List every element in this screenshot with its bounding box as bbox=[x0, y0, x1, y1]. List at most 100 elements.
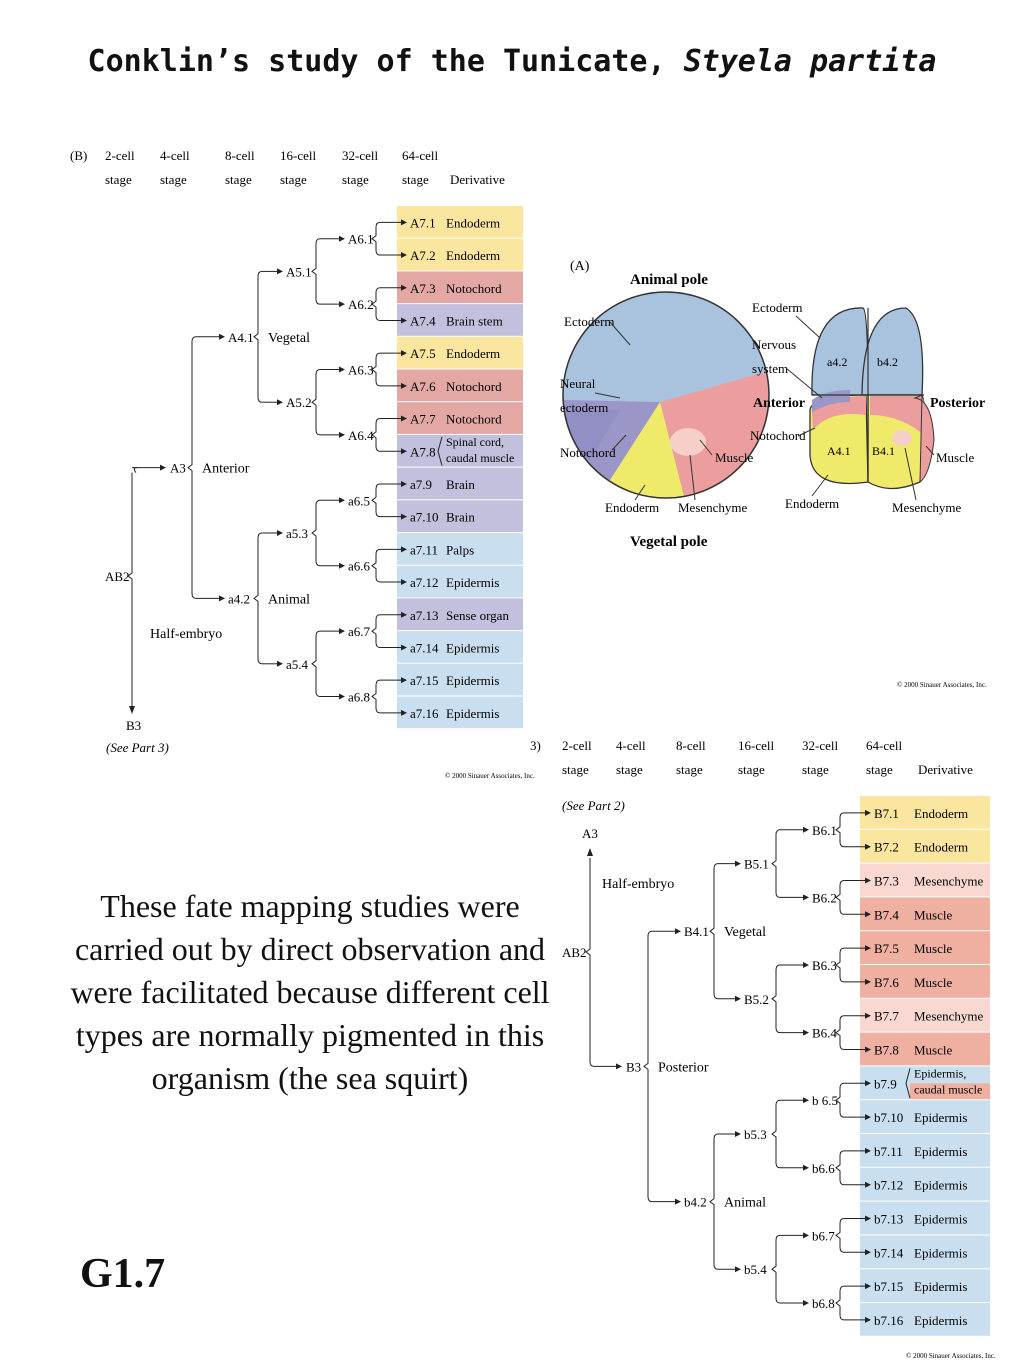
fork-16-top-arrow-head bbox=[339, 235, 345, 242]
fate-label-A7.6: Notochord bbox=[446, 379, 502, 394]
fate-label-B7.5: Muscle bbox=[914, 941, 953, 956]
fork-32-top-arrow-head bbox=[401, 415, 407, 422]
cell-label-B7.2: B7.2 bbox=[874, 840, 899, 855]
a3-label: A3 bbox=[582, 826, 598, 841]
notochord-label-left: Notochord bbox=[560, 445, 616, 460]
cell-32-B6.1: B6.1 bbox=[812, 823, 837, 838]
fate-label-A7.8: Spinal cord,caudal muscle bbox=[446, 435, 514, 465]
fork-32-top-arrow-head bbox=[401, 546, 407, 553]
fork-16-top-arrow-head bbox=[339, 366, 345, 373]
fork-8 bbox=[709, 863, 719, 1000]
fork-16-top-arrow-head bbox=[339, 497, 345, 504]
fate-label-a7.9: Brain bbox=[446, 477, 475, 492]
cell-32-a6.6: a6.6 bbox=[348, 559, 371, 574]
root-to-a3-arrow-head bbox=[160, 464, 166, 471]
fate-row-b7.12 bbox=[860, 1167, 990, 1201]
fork-32 bbox=[835, 1082, 845, 1118]
fork-8 bbox=[253, 532, 263, 665]
muscle-label-right: Muscle bbox=[936, 450, 975, 465]
fork-32 bbox=[371, 483, 381, 518]
notochord-label-right: Notochord bbox=[750, 428, 806, 443]
fork-32-bot-arrow-head bbox=[401, 709, 407, 716]
fork-32-top-arrow-head bbox=[865, 1283, 871, 1290]
part-label: 3) bbox=[530, 738, 541, 753]
fate-row-A7.3 bbox=[397, 271, 523, 304]
fate-label-B7.1: Endoderm bbox=[914, 806, 968, 821]
fate-row-b7.14 bbox=[860, 1235, 990, 1269]
fork-32-top-arrow-head bbox=[865, 877, 871, 884]
fork-8-bot-arrow-head bbox=[735, 995, 741, 1002]
fate-label-b7.10: Epidermis bbox=[914, 1110, 967, 1125]
fork-16 bbox=[311, 238, 321, 305]
fork-32-bot-arrow-head bbox=[401, 644, 407, 651]
fork-32 bbox=[371, 614, 381, 648]
cell-label-B7.3: B7.3 bbox=[874, 874, 899, 889]
copyright-a: © 2000 Sinauer Associates, Inc. bbox=[897, 681, 987, 689]
copyright-b: © 2000 Sinauer Associates, Inc. bbox=[445, 772, 535, 780]
cell-32-b6.6: b6.6 bbox=[812, 1161, 835, 1176]
fork-8 bbox=[709, 1133, 719, 1270]
page-title: Conklin’s study of the Tunicate, Styela … bbox=[0, 44, 1024, 79]
fork-32-bot-arrow-head bbox=[865, 1249, 871, 1256]
fate-row-A7.6 bbox=[397, 369, 523, 402]
cell-label-B7.7: B7.7 bbox=[874, 1009, 899, 1024]
fork-32 bbox=[371, 352, 381, 387]
fate-row-a7.16 bbox=[397, 696, 523, 729]
fate-label-b7.14: Epidermis bbox=[914, 1245, 967, 1260]
fork-4-top-arrow-head bbox=[219, 333, 225, 340]
fork-32-top-arrow-head bbox=[401, 350, 407, 357]
root-cell-label: AB2 bbox=[562, 945, 587, 960]
fate-label-a7.10: Brain bbox=[446, 510, 475, 525]
fate-label-B7.6: Muscle bbox=[914, 975, 953, 990]
fate-row-a7.14 bbox=[397, 631, 523, 663]
cell-16-a5.4: a5.4 bbox=[286, 657, 309, 672]
cell-label-A7.6: A7.6 bbox=[410, 379, 436, 394]
muscle-label-left: Muscle bbox=[715, 450, 754, 465]
fate-label-B7.3: Mesenchyme bbox=[914, 874, 984, 889]
cell-4-label: B3 bbox=[626, 1059, 641, 1074]
fork-16 bbox=[311, 369, 321, 436]
fate-label-b7.9: Epidermis,caudal muscle bbox=[914, 1066, 982, 1096]
derivative-header: Derivative bbox=[918, 762, 973, 777]
fork-32-bot-arrow-head bbox=[401, 317, 407, 324]
fate-label-B7.8: Muscle bbox=[914, 1043, 953, 1058]
fate-row-a7.9 bbox=[397, 467, 523, 500]
fork-16-bot-arrow-head bbox=[803, 1300, 809, 1306]
cell-label-a7.16: a7.16 bbox=[410, 706, 439, 721]
cell-label-b7.9: b7.9 bbox=[874, 1076, 897, 1091]
fork-32 bbox=[371, 287, 381, 321]
fate-label-B7.4: Muscle bbox=[914, 907, 953, 922]
fate-row-b7.16 bbox=[860, 1303, 990, 1336]
cell-8-A4.1: A4.1 bbox=[228, 330, 254, 345]
fork-32 bbox=[371, 418, 381, 452]
fork-16-bot-arrow-head bbox=[803, 894, 809, 901]
fork-16-bot-arrow-head bbox=[339, 562, 345, 569]
eight-cell-embryo bbox=[809, 307, 935, 490]
fate-bracket bbox=[437, 436, 443, 466]
endoderm-label-right: Endoderm bbox=[785, 496, 839, 511]
part-a-label: (A) bbox=[570, 259, 590, 274]
fate-label-A7.3: Notochord bbox=[446, 281, 502, 296]
cell-a42: a4.2 bbox=[827, 355, 847, 369]
title-main: Conklin’s study of the Tunicate, bbox=[87, 44, 684, 79]
fate-row-b7.15 bbox=[860, 1269, 990, 1302]
cell-32-A6.2: A6.2 bbox=[348, 297, 374, 312]
cell-16-B5.1: B5.1 bbox=[744, 857, 769, 872]
cell-label-A7.4: A7.4 bbox=[410, 313, 436, 328]
cell-label-B7.8: B7.8 bbox=[874, 1043, 899, 1058]
fate-label-a7.15: Epidermis bbox=[446, 673, 499, 688]
cell-label-b7.10: b7.10 bbox=[874, 1110, 903, 1125]
fate-label-A7.2: Endoderm bbox=[446, 248, 500, 263]
vegetal-label: Vegetal bbox=[268, 331, 310, 346]
fork-8-top-arrow-head bbox=[277, 530, 283, 536]
fork-4 bbox=[643, 930, 653, 1203]
